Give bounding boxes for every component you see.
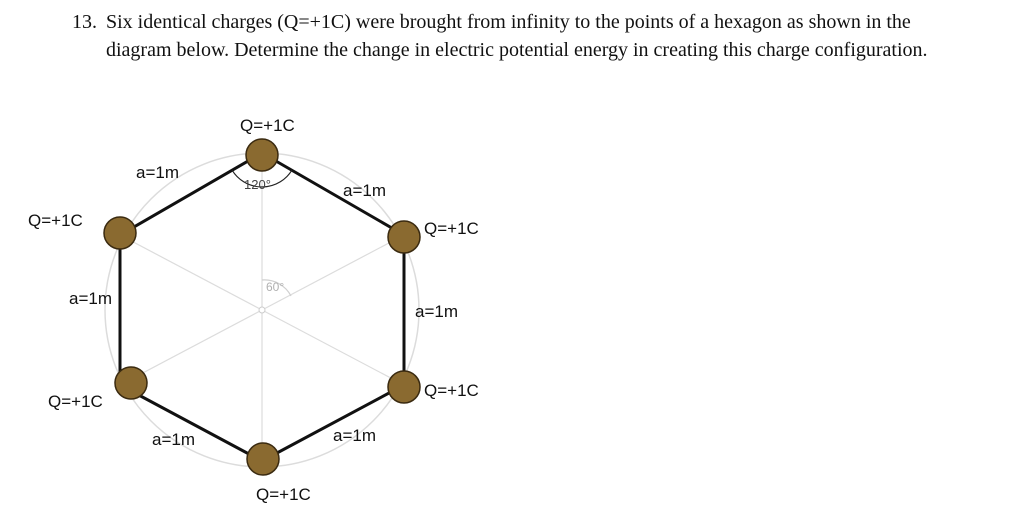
guide-line [119, 234, 263, 311]
guide-line [261, 309, 405, 386]
charge-lower-left [114, 366, 148, 400]
charge-label-lower-right: Q=+1C [424, 381, 479, 400]
charge-lower-right [387, 370, 421, 404]
charge-bottom [246, 442, 280, 476]
charge-upper-right [387, 220, 421, 254]
charge-label-upper-right: Q=+1C [424, 219, 479, 238]
guide-line [261, 234, 405, 311]
question-number: 13. [72, 11, 97, 33]
vertex-angle-label: 120° [244, 177, 271, 192]
center-angle-label: 60° [266, 280, 284, 294]
question-text: Six identical charges (Q=+1C) were broug… [106, 11, 928, 61]
side-label-left: a=1m [69, 289, 112, 308]
charge-top [245, 138, 279, 172]
center-point [258, 306, 266, 314]
side-label-top-left: a=1m [136, 163, 179, 182]
charge-label-top: Q=+1C [240, 116, 295, 135]
charge-label-bottom: Q=+1C [256, 485, 311, 504]
side-label-top-right: a=1m [343, 181, 386, 200]
charge-label-lower-left: Q=+1C [48, 392, 103, 411]
charge-upper-left [103, 216, 137, 250]
center-angle-arc [261, 279, 292, 297]
side-label-right: a=1m [415, 302, 458, 321]
side-label-bottom-left: a=1m [152, 430, 195, 449]
charge-label-upper-left: Q=+1C [28, 211, 83, 230]
side-label-bottom-right: a=1m [333, 426, 376, 445]
charges [103, 138, 421, 476]
vertex-angle-arc [231, 169, 293, 188]
